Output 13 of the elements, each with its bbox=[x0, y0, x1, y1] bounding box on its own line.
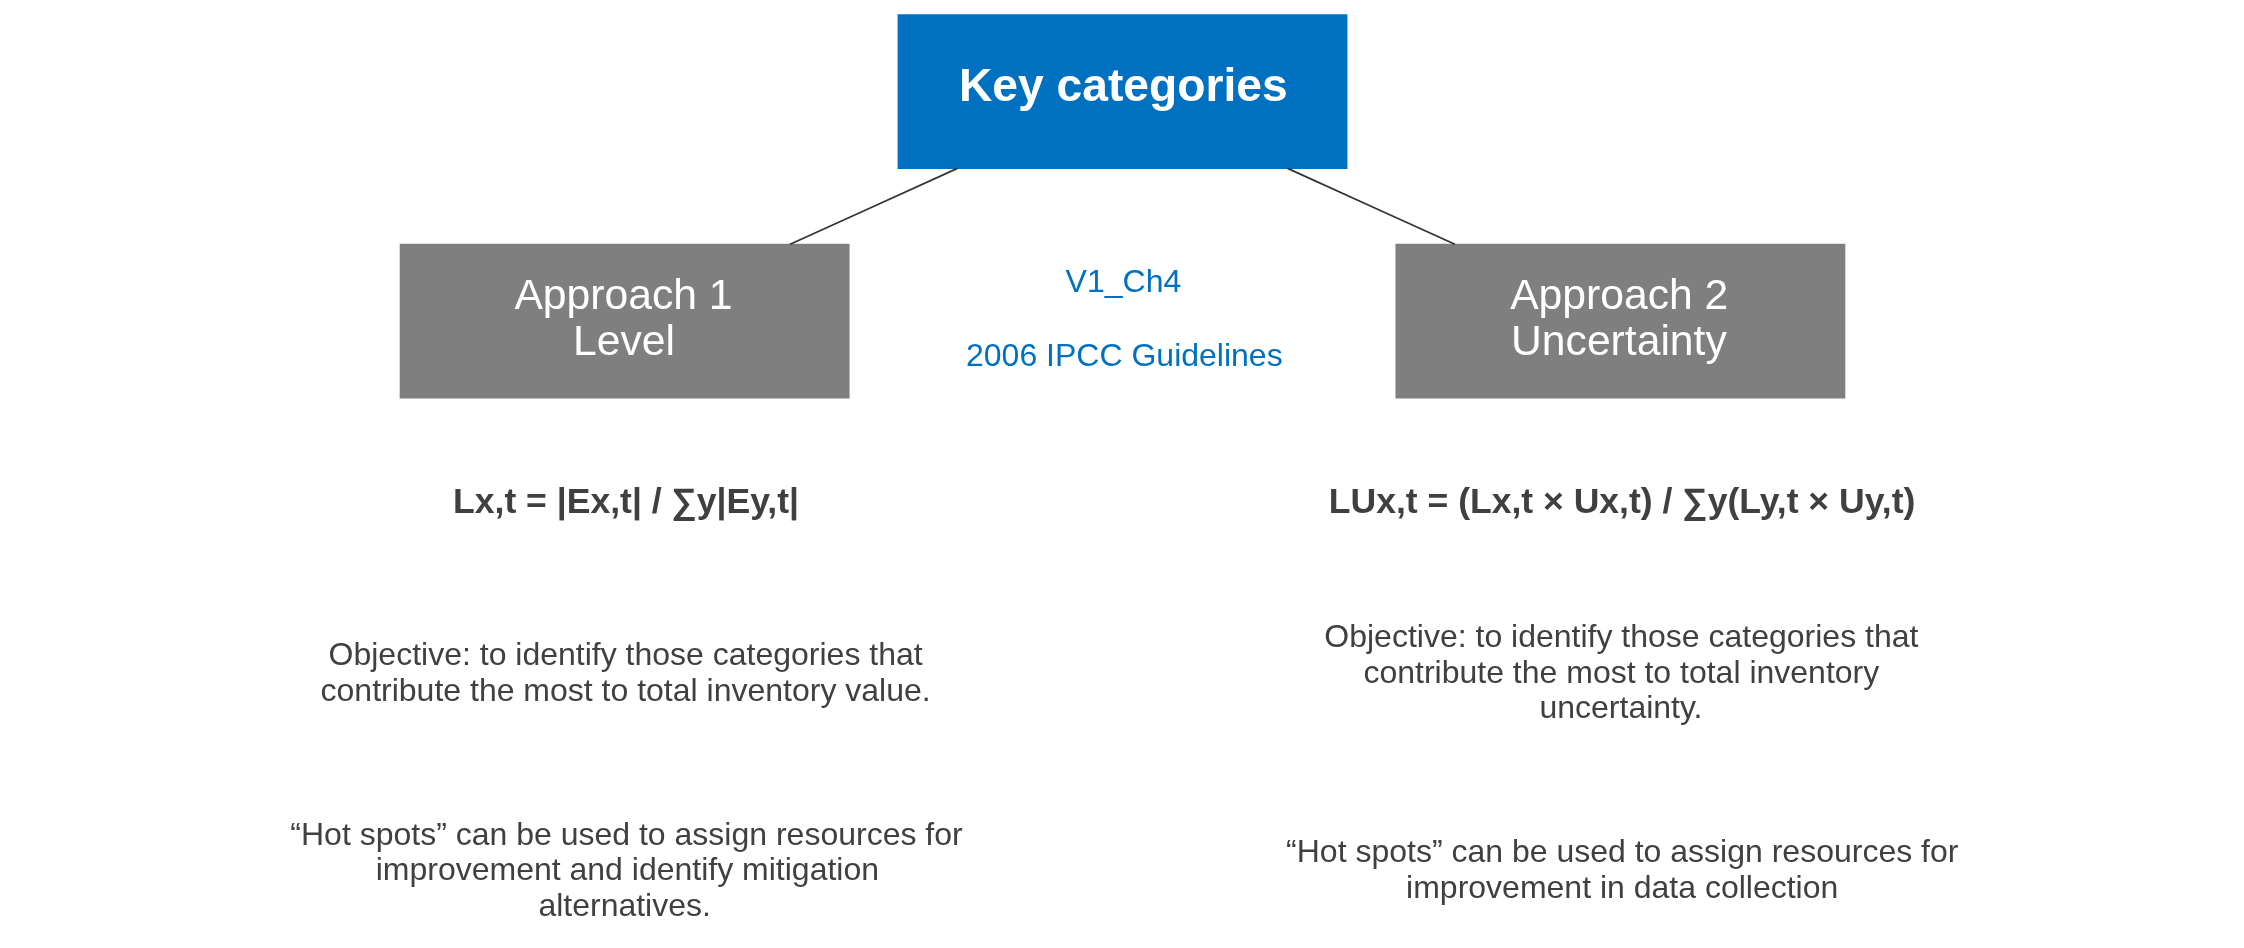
node-label: Lx,t = |Ex,t| / ∑y|Ey,t| bbox=[452, 481, 799, 522]
node-box: Approach 2 Uncertainty bbox=[1394, 243, 1845, 399]
node-label: LUx,t = (Lx,t × Ux,t) / ∑y(Ly,t × Uy,t) bbox=[1328, 481, 1915, 522]
node-label: “Hot spots” can be used to assign resources for improvement in data collection bbox=[1285, 833, 1958, 905]
connector bbox=[1286, 167, 1456, 246]
node-box: Key categories bbox=[897, 14, 1347, 170]
label: V1_Ch4 bbox=[1065, 262, 1181, 299]
connector bbox=[788, 167, 958, 246]
label: 2006 IPCC Guidelines bbox=[965, 336, 1283, 373]
node-box: Approach 1 Level bbox=[399, 243, 850, 399]
node-label: Objective: to identify those categories that contribute the most to total inventory uncertainty. bbox=[1323, 618, 1918, 726]
node-label: Objective: to identify those categories that contribute the most to total inventory value. bbox=[320, 635, 931, 708]
node-label: “Hot spots” can be used to assign resources for improvement and identify mitigation alternatives. bbox=[289, 815, 963, 923]
